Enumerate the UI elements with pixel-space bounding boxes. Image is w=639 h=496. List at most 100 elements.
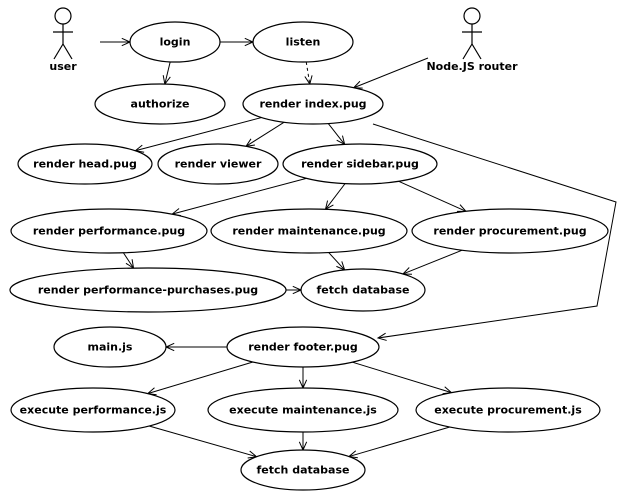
node-ellipse [10,387,176,433]
node-ellipse [157,143,279,185]
actor-router: Node.JS router [426,7,518,73]
node-mainjs: main.js [53,326,167,368]
node-label: render procurement.pug [433,225,586,238]
node-exec-proc: execute procurement.js [415,387,601,433]
edge-footer-to-exec-maint [298,367,308,390]
node-authorize: authorize [94,83,226,125]
arrowhead [244,138,255,147]
edge-user-to-login [100,37,132,47]
actor-label: Node.JS router [426,60,518,73]
node-label: render head.pug [33,158,137,171]
node-label: render performance.pug [33,225,185,238]
node-ellipse [242,83,384,125]
actors-layer: user Node.JS router [49,7,518,73]
node-exec-maint: execute maintenance.js [207,387,399,433]
edge-line [348,426,450,458]
edge-line [402,249,463,275]
node-maintenance: render maintenance.pug [210,208,408,254]
edge-exec-maint-to-fetch2 [298,432,308,452]
node-label: render viewer [175,158,262,171]
node-footer: render footer.pug [226,326,380,368]
node-ellipse [10,208,208,254]
edge-footer-to-exec-perf [146,361,254,396]
edge-footer-to-exec-proc [352,361,453,395]
node-login: login [129,21,221,63]
edge-line [147,361,254,395]
edge-sidebar-to-maintenance [324,183,346,211]
node-listen: listen [252,21,354,63]
node-label: authorize [131,98,190,111]
node-perf-purchases: render performance-purchases.pug [9,267,287,313]
edge-maintenance-to-fetch1 [328,252,346,271]
node-label: fetch database [257,464,350,477]
node-ellipse [240,449,366,491]
node-ellipse [300,268,426,312]
edge-performance-to-perf-purchases [122,252,135,270]
node-label: render performance-purchases.pug [38,284,258,297]
node-ellipse [415,387,601,433]
edge-line [164,61,171,85]
edge-perf-purchases-to-fetch1 [286,285,303,295]
node-ellipse [282,143,438,185]
edge-exec-proc-to-fetch2 [347,426,450,459]
edge-login-to-listen [220,37,255,47]
node-label: fetch database [317,284,410,297]
edge-line [327,123,346,145]
node-label: render footer.pug [248,341,358,354]
edge-router-to-index [352,57,429,89]
node-performance: render performance.pug [10,208,208,254]
node-label: render index.pug [259,98,366,111]
edge-footer-to-mainjs [164,342,227,352]
arrowhead [376,332,387,341]
edge-line [122,252,134,269]
edge-sidebar-to-procurement [398,180,468,212]
node-ellipse [129,21,221,63]
node-sidebar: render sidebar.pug [282,143,438,185]
node-label: render sidebar.pug [301,158,419,171]
edge-line [353,57,429,89]
node-ellipse [94,83,226,125]
edge-line [305,61,311,85]
edge-line [328,252,346,271]
edge-line [352,361,452,394]
edge-index-to-viewer [244,121,285,147]
node-viewer: render viewer [157,143,279,185]
edge-exec-perf-to-fetch2 [148,425,258,459]
stick-figure-icon [53,7,73,60]
edge-line [171,177,307,215]
node-ellipse [411,208,609,254]
edge-listen-to-index [304,61,313,86]
edge-login-to-authorize [162,61,171,86]
node-ellipse [226,326,380,368]
node-label: execute maintenance.js [229,404,377,417]
stick-figure-icon [462,7,482,60]
edge-line [148,425,257,458]
node-fetch1: fetch database [300,268,426,312]
node-label: execute performance.js [20,404,167,417]
actor-user: user [49,7,77,73]
node-label: login [160,36,191,49]
node-label: execute procurement.js [434,404,582,417]
actor-label: user [49,60,77,73]
edge-line [398,180,467,212]
node-ellipse [17,143,153,185]
edge-line [245,121,285,147]
edge-line [135,117,262,152]
node-ellipse [53,326,167,368]
node-index: render index.pug [242,83,384,125]
node-ellipse [9,267,287,313]
node-ellipse [252,21,354,63]
node-fetch2: fetch database [240,449,366,491]
edge-line [325,183,346,210]
nodes-layer: login listen authorize render index.pug rend… [9,21,609,491]
node-label: listen [286,36,321,49]
edge-procurement-to-fetch1 [401,249,463,275]
node-exec-perf: execute performance.js [10,387,176,433]
node-procurement: render procurement.pug [411,208,609,254]
node-head: render head.pug [17,143,153,185]
edge-index-to-footer [372,123,617,341]
node-ellipse [210,208,408,254]
edge-line [372,123,617,339]
